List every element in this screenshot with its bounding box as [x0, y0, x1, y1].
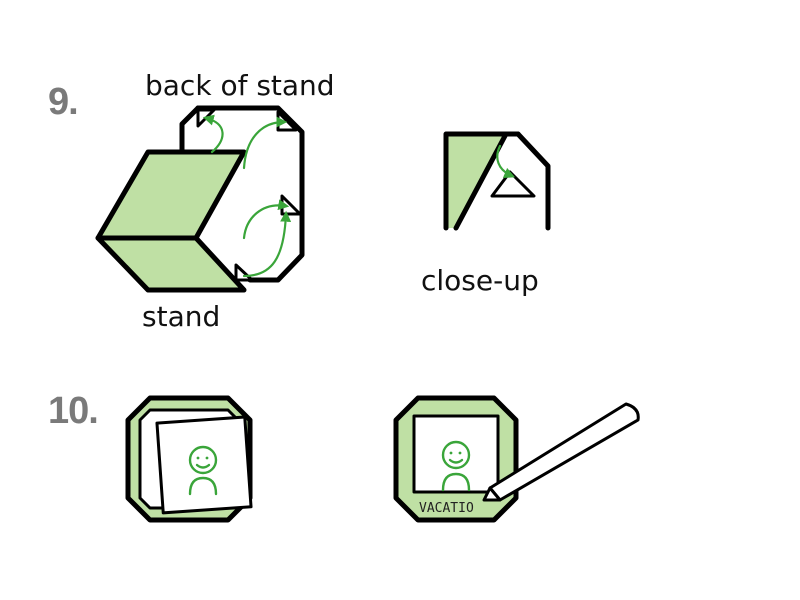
arrow-middle: [242, 199, 290, 240]
back-of-stand-label: back of stand: [145, 69, 335, 102]
stand-card: [95, 149, 247, 293]
closeup-arrow: [496, 144, 516, 179]
fold-arrows: [202, 114, 292, 278]
frame-with-tilted-photo: [125, 395, 253, 523]
closeup-label: close-up: [421, 264, 539, 297]
step-9-number: 9.: [48, 81, 78, 123]
frame-caption-text: VACATIO: [419, 501, 474, 516]
stand-label: stand: [142, 300, 220, 333]
tilted-photo: [155, 415, 253, 515]
arrow-top-left: [202, 114, 224, 154]
closeup-tab: [490, 170, 536, 198]
smiley-figure-right-icon: [441, 440, 471, 492]
arrow-bottom: [242, 210, 292, 278]
pen-icon: [482, 402, 640, 502]
closeup-detail: [443, 131, 551, 231]
arrow-top-right: [242, 116, 288, 170]
frame-with-pen: VACATIO: [393, 395, 640, 523]
corner-tab-bottom-right: [234, 263, 254, 282]
step-10-number: 10.: [48, 390, 98, 432]
smiley-figure-left-icon: [188, 445, 218, 496]
